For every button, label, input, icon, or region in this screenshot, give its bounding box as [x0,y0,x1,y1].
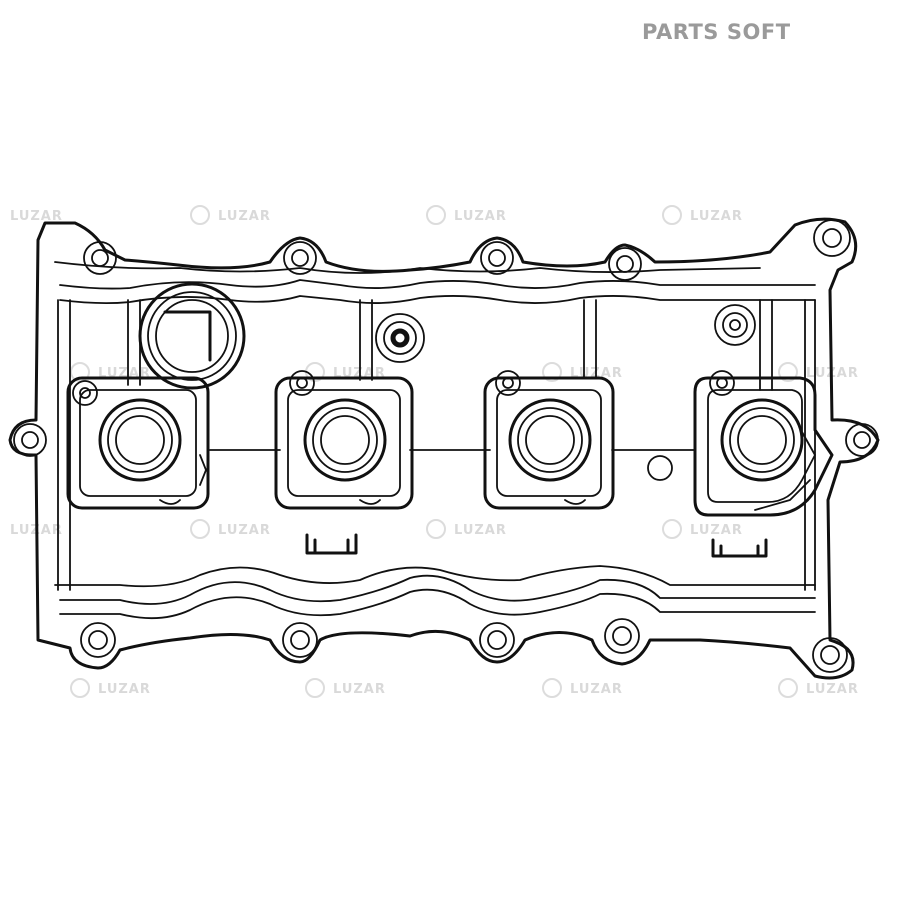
upper-rail-inner [59,295,816,305]
lower-rail-inner [59,588,816,620]
coil-well-3 [483,370,615,510]
svg-text:LUZAR: LUZAR [690,523,743,538]
coil-well-4 [693,370,834,517]
rib-lines [583,299,597,379]
svg-text:LUZAR: LUZAR [218,523,271,538]
svg-text:LUZAR: LUZAR [570,682,623,697]
lower-rail-outer [59,574,816,605]
brand-word-soft: SOFT [726,20,791,44]
bolt-bosses [13,219,879,673]
coil-well-1 [66,376,210,510]
svg-text:LUZAR: LUZAR [806,682,859,697]
svg-text:LUZAR: LUZAR [454,523,507,538]
cam-sensor-boss [714,299,773,391]
parts-soft-logo: PARTS SOFT [642,20,791,44]
svg-text:LUZAR: LUZAR [218,209,271,224]
sensor-boss [359,299,425,381]
clip-left [305,533,358,555]
luzar-watermark: LUZAR LUZAR LUZAR LUZAR LUZAR LUZAR LUZA… [10,205,859,698]
inner-right-wall [804,299,816,591]
brand-word-parts: PARTS [642,20,719,44]
inner-left-wall [57,299,71,591]
svg-text:LUZAR: LUZAR [10,209,63,224]
svg-text:LUZAR: LUZAR [690,209,743,224]
upper-rail-top [54,261,761,274]
cover-outline [8,217,880,680]
upper-rail-outer [59,279,816,290]
oil-filler-cap [127,282,246,390]
lower-rail-edge [54,565,816,588]
svg-text:LUZAR: LUZAR [454,209,507,224]
svg-text:LUZAR: LUZAR [333,682,386,697]
coil-well-2 [274,370,414,510]
small-plug [647,455,673,481]
clip-right [711,538,768,558]
svg-text:LUZAR: LUZAR [98,682,151,697]
